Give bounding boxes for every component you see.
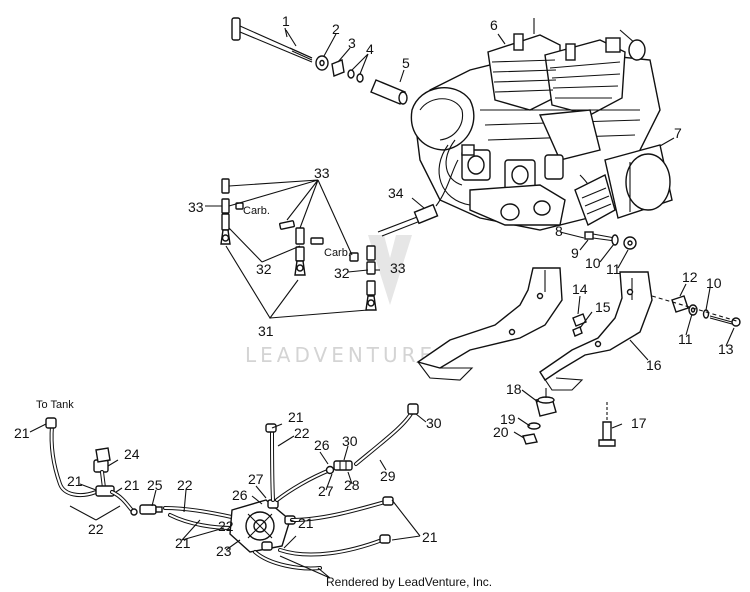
callout-21-c: 21: [175, 535, 191, 551]
callout-14: 14: [572, 281, 588, 297]
fuel-pump-part-23: [229, 499, 296, 553]
watermark: LEADVENTURE: [245, 235, 436, 367]
watermark-text: LEADVENTURE: [245, 343, 436, 367]
callout-7: 7: [674, 125, 682, 141]
callout-29: 29: [380, 468, 396, 484]
callout-27-pump: 27: [248, 471, 264, 487]
washer-right-part-11: [688, 304, 698, 316]
callout-21-a: 21: [67, 473, 83, 489]
washer-part-10: [611, 234, 619, 246]
callout-13: 13: [718, 341, 734, 357]
callout-15: 15: [595, 299, 611, 315]
washer-part-19: [527, 422, 541, 430]
callout-25: 25: [147, 477, 163, 493]
callout-21-d: 21: [298, 515, 314, 531]
bolt-part-1: [231, 17, 313, 63]
carburetor-left: [461, 144, 491, 181]
callout-21-tank: 21: [14, 425, 30, 441]
callout-33-right-a: 33: [390, 260, 406, 276]
callout-10: 10: [585, 255, 601, 271]
carb-label-1: Carb.: [243, 205, 270, 217]
callout-9: 9: [571, 245, 579, 261]
shutoff-valve-part-24: [93, 447, 111, 473]
spacer-part-3: [331, 59, 345, 77]
recoil-starter-part-7: [604, 144, 673, 219]
callout-31: 31: [258, 323, 274, 339]
nut-part-20: [522, 433, 538, 445]
mount-bracket-right: [539, 271, 653, 391]
bolt-part-17: [598, 402, 616, 447]
callout-3: 3: [348, 35, 356, 51]
callout-32-right: 32: [334, 265, 350, 281]
bolt-part-9: [584, 231, 616, 242]
credit-text: Rendered by LeadVenture, Inc.: [326, 575, 492, 589]
nut-part-14: [572, 313, 587, 327]
callout-8: 8: [555, 223, 563, 239]
engine-assembly: [231, 17, 673, 250]
fuel-system: [45, 403, 419, 571]
drive-pulley-part-8: [574, 173, 616, 227]
callout-21-e: 21: [288, 409, 304, 425]
callout-6: 6: [490, 17, 498, 33]
callout-22-a: 22: [177, 477, 193, 493]
engine-block: [410, 18, 673, 231]
callout-33-top: 33: [314, 165, 330, 181]
carb-fittings: [205, 178, 380, 319]
callout-33-left: 33: [188, 199, 204, 215]
callout-21-b: 21: [124, 477, 140, 493]
rubber-mount-part-18: [535, 388, 557, 417]
callout-34: 34: [388, 185, 404, 201]
callout-4: 4: [366, 41, 374, 57]
leader-lines: [29, 27, 735, 579]
callout-24: 24: [124, 446, 140, 462]
callout-18: 18: [506, 381, 522, 397]
callout-1: 1: [282, 13, 290, 29]
engine-mount-brackets: [416, 267, 741, 447]
washer-right-part-10: [702, 309, 710, 319]
carburetor-right: [504, 154, 564, 191]
callout-11: 11: [606, 261, 621, 277]
fuel-filter-part-25: [139, 504, 163, 515]
callout-23: 23: [216, 543, 232, 559]
callout-28: 28: [344, 477, 360, 493]
callout-20: 20: [493, 424, 509, 440]
callout-12: 12: [682, 269, 698, 285]
callout-26: 26: [314, 437, 330, 453]
washer-part-2: [315, 55, 329, 71]
callout-32-left: 32: [256, 261, 272, 277]
callout-2: 2: [332, 21, 340, 37]
connector-part-34: [377, 159, 459, 237]
callout-27: 27: [318, 483, 334, 499]
sleeve-part-5: [370, 79, 408, 105]
check-valve-part-28: [333, 460, 353, 471]
callout-30-left: 30: [342, 433, 358, 449]
washer-part-11: [623, 236, 637, 250]
callout-19: 19: [500, 411, 516, 427]
callout-22-c: 22: [294, 425, 310, 441]
carb-label-2: Carb.: [324, 247, 351, 259]
callout-5: 5: [402, 55, 410, 71]
mount-bracket-left: [416, 267, 563, 381]
callout-11-right: 11: [678, 331, 693, 347]
to-tank-label: To Tank: [36, 399, 74, 411]
nut-part-15: [572, 326, 583, 337]
callout-26-pump: 26: [232, 487, 248, 503]
callout-16: 16: [646, 357, 662, 373]
callout-22-left: 22: [88, 521, 104, 537]
callout-22-b: 22: [218, 518, 234, 534]
callout-labels: 1 2 3 4 5 6 7 8 9 10 11 12 10 11 13 14 1…: [14, 13, 734, 589]
callout-30: 30: [426, 415, 442, 431]
callout-10-right: 10: [706, 275, 722, 291]
callout-21-f: 21: [422, 529, 438, 545]
callout-17: 17: [631, 415, 647, 431]
